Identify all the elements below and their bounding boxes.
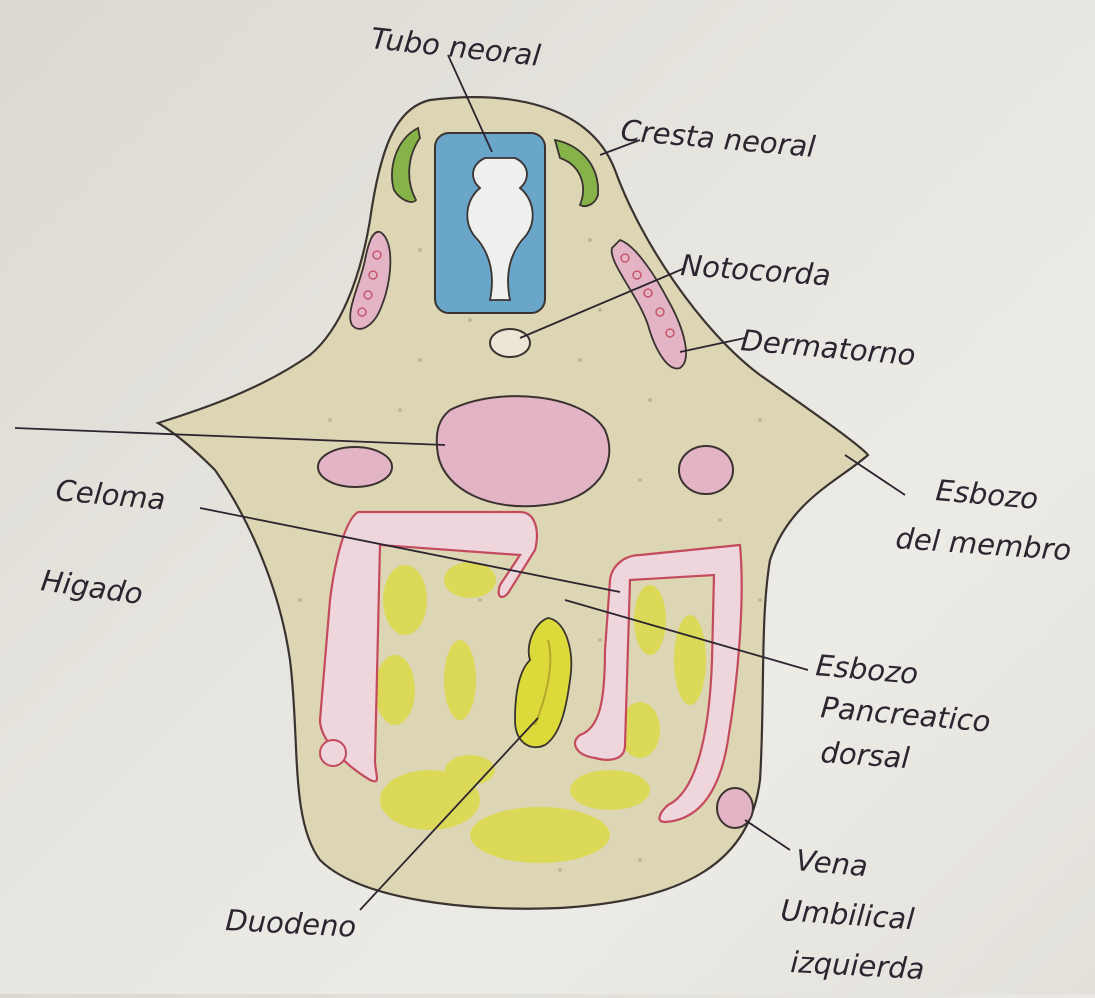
label-duodeno: Duodeno [225,903,357,944]
label-esbozo-pancreatico-1: Esbozo [814,648,919,691]
coelom-small-circle [320,740,346,766]
label-esbozo-pancreatico-2: Pancreatico [819,690,992,739]
label-vena-3: izquierda [790,945,926,986]
pink-oval-right [679,446,733,494]
label-notocorda: Notocorda [680,248,832,292]
label-celoma: Celoma [54,473,166,516]
central-pink-mass [437,396,610,506]
label-vena-1: Vena [794,843,869,883]
label-vena-2: Umbilical [780,893,916,936]
label-tubo-neoral: Tubo neoral [369,21,542,73]
pink-oval-left [318,447,392,487]
label-dermatorno: Dermatorno [739,323,917,372]
label-higado: Higado [39,563,145,611]
notochord [490,329,530,357]
label-esbozo-membro-2: del membro [895,521,1073,567]
label-esbozo-pancreatico-3: dorsal [820,735,911,775]
label-esbozo-membro-1: Esbozo [934,473,1039,516]
label-cresta-neoral: Cresta neoral [619,113,816,164]
